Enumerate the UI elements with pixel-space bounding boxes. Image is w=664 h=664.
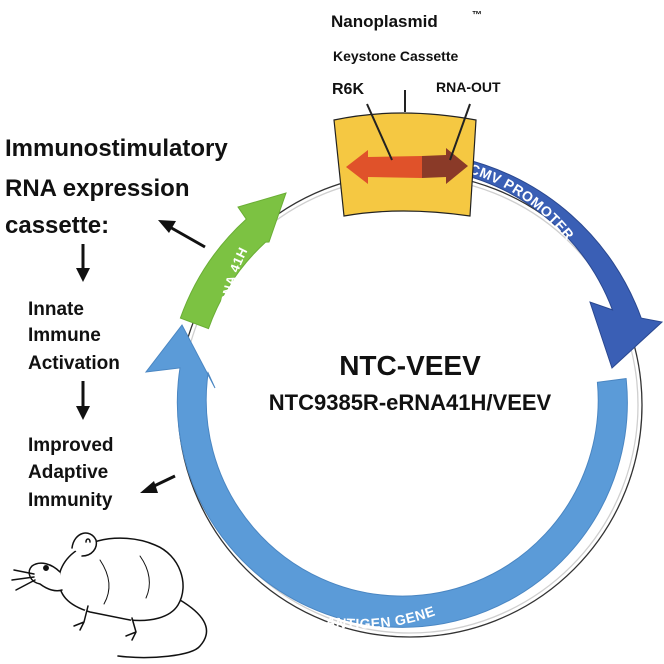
cassette-title-line-1: Immunostimulatory [5, 135, 228, 162]
nanoplasmid-title: Nanoplasmid [331, 12, 438, 31]
innate-line-3: Activation [28, 353, 120, 374]
plasmid-name: NTC-VEEV [339, 350, 481, 381]
rna-out-leader-line [449, 103, 471, 161]
rna-out-arrow [422, 148, 468, 184]
innate-line-2: Immune [28, 325, 101, 346]
innate-line-1: Innate [28, 299, 84, 320]
adaptive-line-3: Immunity [28, 490, 113, 511]
adaptive-line-2: Adaptive [28, 462, 108, 483]
flow-arrow-cassette [158, 220, 206, 249]
flow-arrow-down-2 [76, 381, 90, 420]
keystone-cassette-subtitle: Keystone Cassette [333, 48, 458, 64]
rna-out-label: RNA-OUT [436, 79, 501, 95]
cmv-promoter-arrow [453, 157, 664, 369]
erna-41h-arrow [179, 192, 287, 330]
plasmid-full-name: NTC9385R-eRNA41H/VEEV [269, 390, 552, 415]
trademark-symbol: ™ [472, 10, 482, 21]
flow-arrow-immunity [140, 474, 176, 493]
antigen-gene-arrow [144, 324, 628, 628]
cassette-title-line-3: cassette: [5, 212, 109, 239]
cmv-promoter-label: CMV PROMOTER [467, 160, 577, 243]
r6k-leader-line [366, 103, 393, 161]
r6k-label: R6K [332, 81, 364, 98]
mouse-icon [11, 532, 208, 659]
r6k-arrow [346, 150, 422, 184]
cassette-title-line-2: RNA expression [5, 175, 190, 202]
flow-arrow-down-1 [76, 244, 90, 282]
adaptive-line-1: Improved [28, 435, 114, 456]
